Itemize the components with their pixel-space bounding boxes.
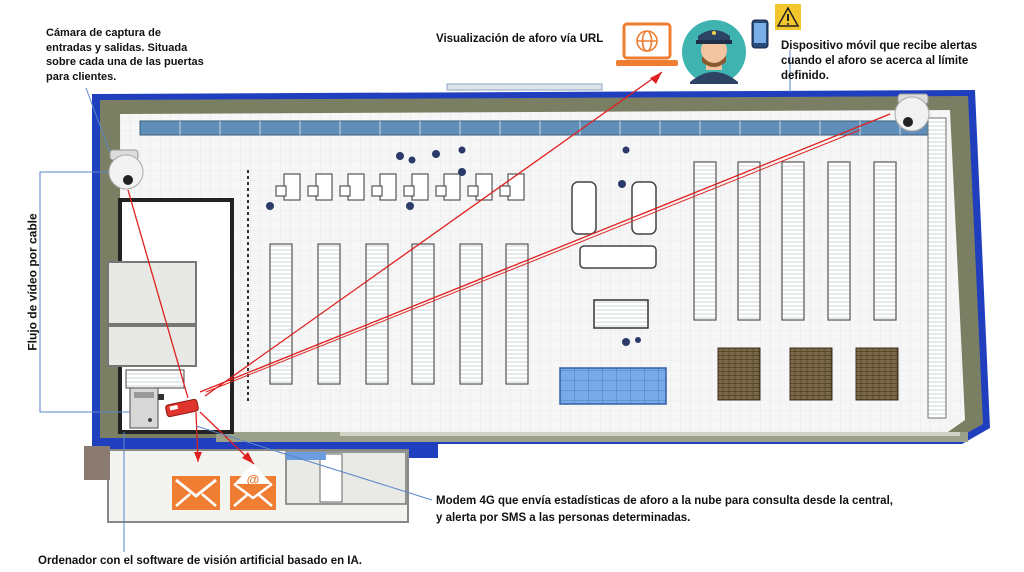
red-line-camera-right	[199, 113, 891, 393]
aisle-shelves-left	[269, 243, 529, 385]
camera-icon	[108, 149, 144, 190]
signal-lines	[127, 71, 891, 465]
mobile-alert-label: Dispositivo móvil que recibe alertas cua…	[781, 40, 978, 82]
warning-icon	[775, 4, 801, 30]
email-at-symbol: @	[247, 472, 260, 487]
url-view-label: Visualización de aforo vía URL	[436, 33, 604, 45]
video-flow-label: Flujo de vídeo por cable	[25, 213, 40, 351]
back-windows	[139, 120, 941, 136]
security-guard-icon	[682, 20, 746, 84]
camera-icon	[894, 93, 930, 132]
modem-icon	[165, 398, 199, 418]
computer-label: Ordenador con el software de visión arti…	[38, 555, 362, 567]
aisle-shelves-right	[693, 161, 897, 321]
red-line-cam-feed-2	[205, 129, 861, 393]
mobile-phone-icon	[751, 19, 769, 49]
checkouts	[266, 146, 641, 346]
email-icon: @	[230, 464, 276, 510]
red-line-camera-left	[127, 189, 189, 399]
modem-label-line2: y alerta por SMS a las personas determin…	[436, 512, 691, 524]
central-fixtures	[559, 181, 667, 405]
computer-tower-icon	[129, 387, 164, 429]
back-room	[107, 170, 249, 434]
globe-icon	[636, 30, 658, 52]
callout-lines	[39, 50, 791, 552]
red-line-to-url	[204, 71, 663, 397]
envelope-icon	[172, 476, 220, 510]
modem-label-line1: Modem 4G que envía estadísticas de aforo…	[436, 495, 893, 507]
camera-label: Cámara de captura de entradas y salidas.…	[46, 27, 204, 83]
pallets	[717, 347, 899, 401]
laptop-icon	[616, 22, 678, 66]
